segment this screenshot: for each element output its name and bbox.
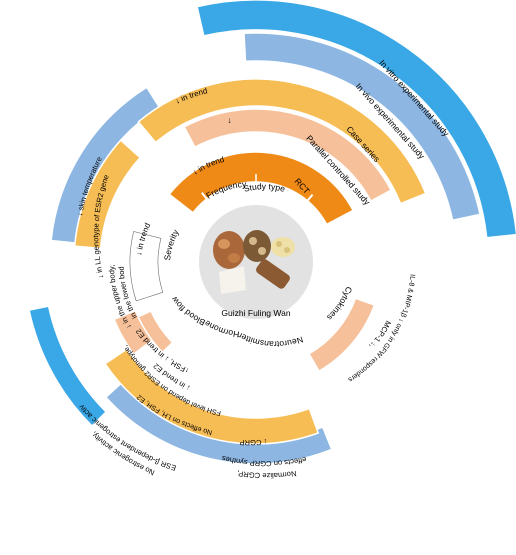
inner-divider [168, 269, 199, 276]
inner-label-blood_flow: Blood flow [169, 294, 207, 328]
ring-case-series-blood-flow [73, 139, 142, 250]
rings [28, 0, 516, 465]
finding-in-vivo-neuro-1-text: Normalize CGRP, [236, 469, 297, 480]
inner-label-hormone-text: Hormone [202, 318, 239, 339]
finding-in-vivo-neuro-1: Normalize CGRP, [236, 469, 297, 480]
inner-divider [180, 214, 208, 233]
ring-parallel [183, 108, 393, 203]
ring-case-series [137, 78, 427, 205]
inner-label-hormone: Hormone [202, 318, 239, 339]
inner-divider [282, 312, 299, 341]
center-label: Guizhi Fuling Wan [221, 308, 290, 318]
inner-label-study_type-text: Study type [243, 181, 287, 194]
ring-rct-hormone [137, 310, 174, 354]
center-disc [197, 203, 315, 321]
inner-label-study_type: Study type [243, 181, 287, 194]
inner-label-severity: Severity [162, 227, 181, 261]
herb-bark-icon [256, 259, 290, 289]
herb-granules-icon [271, 237, 295, 257]
herb-slices-icon [243, 230, 271, 262]
ring-case-cytokines [307, 297, 376, 373]
inner-divider [201, 192, 222, 217]
finding-parallel-frequency: ↓ [227, 115, 232, 125]
ring-rct-blood-flow [129, 231, 164, 302]
ring-in-vitro [196, 0, 516, 239]
ring-rct [168, 151, 355, 226]
herb-pile-icon [213, 231, 245, 269]
inner-label-blood_flow-text: Blood flow [169, 294, 207, 328]
inner-label-severity-text: Severity [162, 227, 181, 261]
finding-case-neurotransmitter: ↓ CGRP [239, 437, 267, 447]
inner-divider [313, 266, 344, 271]
herb-icons [213, 230, 295, 294]
ring-in-vivo [243, 32, 481, 222]
inner-divider [292, 193, 314, 219]
ring-case-series-hormone-neuro [104, 348, 320, 445]
finding-case-neurotransmitter-text: ↓ CGRP [239, 437, 267, 447]
herb-root-icon [219, 266, 246, 294]
ring-in-vitro-hormone [28, 305, 108, 428]
inner-divider [204, 308, 224, 335]
finding-parallel-frequency-text: ↓ [227, 115, 232, 125]
